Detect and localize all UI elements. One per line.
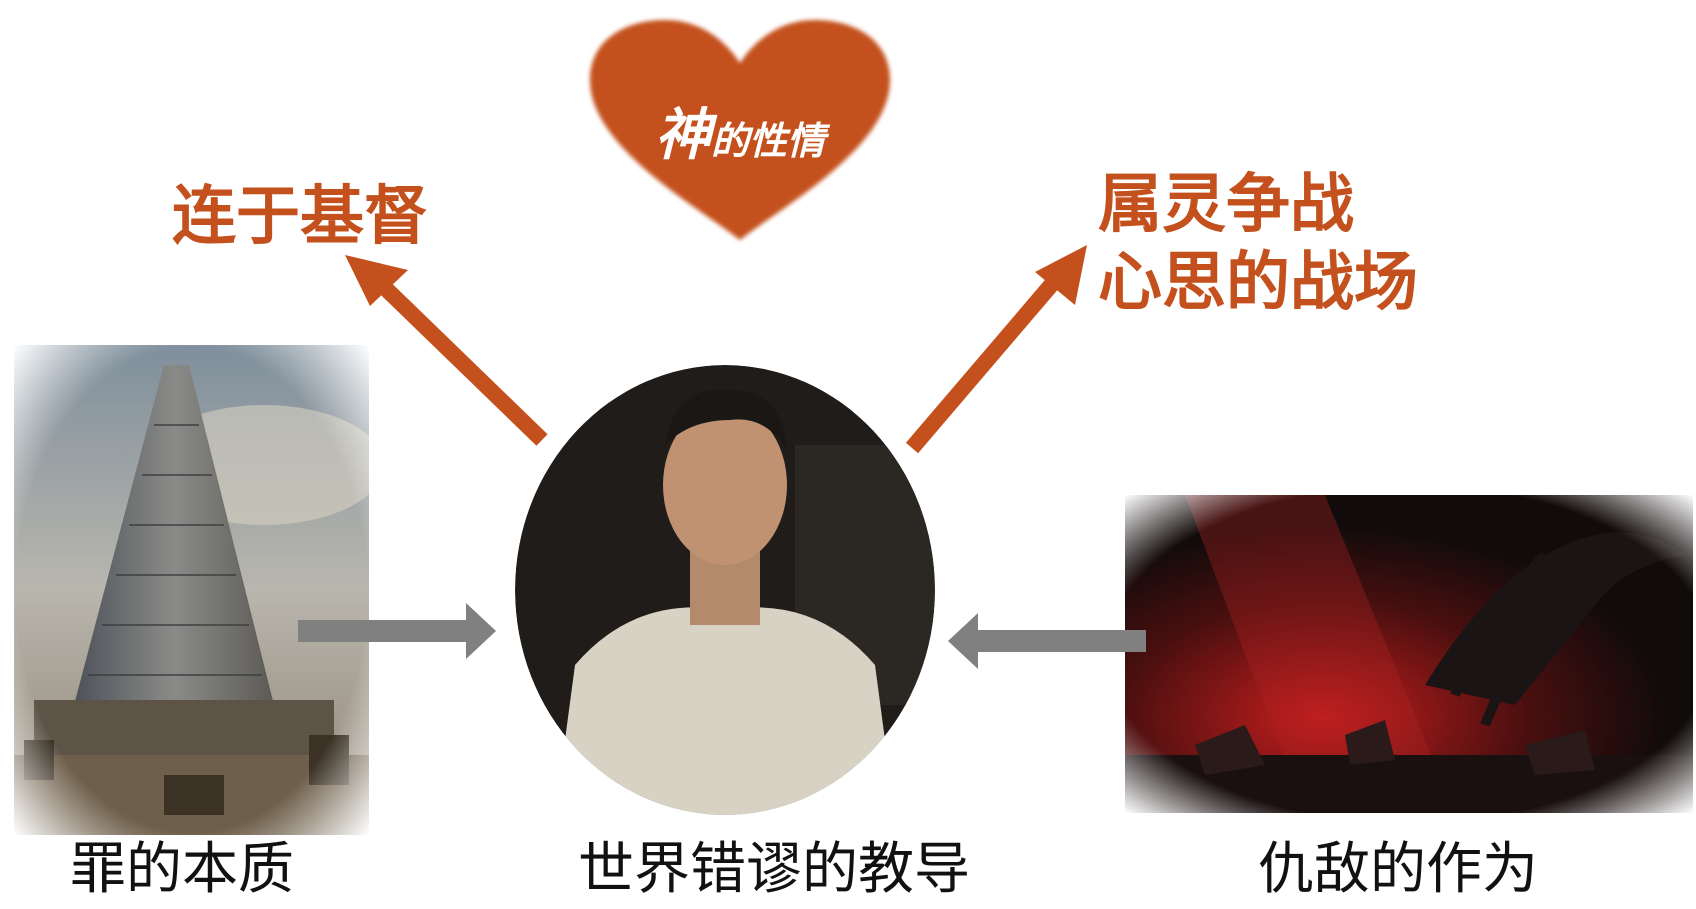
- heading-spiritual-warfare-line2: 心思的战场: [1098, 246, 1418, 320]
- arrow-left-gray: [948, 613, 1146, 669]
- heart-label-small: 的性情: [710, 118, 825, 163]
- heart-shape: 神的性情: [580, 18, 900, 248]
- caption-enemy-works: 仇敌的作为: [1258, 837, 1538, 902]
- heart-label-big: 神: [654, 102, 711, 168]
- heart-label: 神的性情: [580, 90, 900, 171]
- arrow-up-left: [345, 255, 548, 446]
- arrow-up-right: [905, 245, 1087, 454]
- heart-graphic: [590, 20, 890, 240]
- enemy-claw-image: [1125, 495, 1693, 813]
- heading-spiritual-warfare-line1: 属灵争战: [1098, 168, 1354, 242]
- caption-nature-of-sin: 罪的本质: [70, 837, 294, 902]
- man-looking-up-image: [515, 365, 935, 815]
- heading-spiritual-warfare: 属灵争战 心思的战场: [1098, 166, 1418, 322]
- tower-of-babel-image: [14, 345, 369, 835]
- heading-abide-in-christ: 连于基督: [172, 180, 428, 254]
- caption-worldly-false-teaching: 世界错谬的教导: [578, 837, 970, 902]
